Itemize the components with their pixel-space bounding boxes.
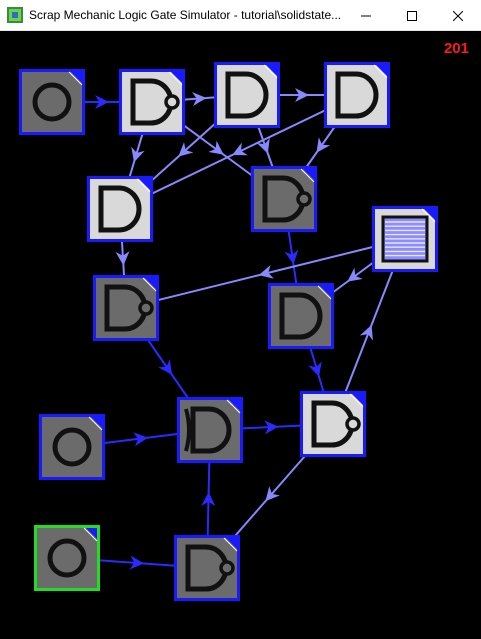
gate-button-3[interactable] [34,525,100,591]
window-title: Scrap Mechanic Logic Gate Simulator - tu… [29,8,342,22]
nand-gate-icon [311,400,361,448]
title-bar[interactable]: Scrap Mechanic Logic Gate Simulator - tu… [0,0,481,31]
nand-gate-icon [130,78,180,126]
and-gate-icon [225,71,269,119]
circuit-scene[interactable] [0,31,481,639]
maximize-icon [407,10,417,21]
nand-gate-icon [185,544,235,592]
button-icon [47,538,87,578]
close-icon [453,10,463,21]
app-icon [7,7,23,23]
xor-gate-icon [184,406,232,454]
minimize-icon [361,15,371,16]
gate-and-1[interactable] [214,62,280,128]
gate-and-4[interactable] [268,283,334,349]
gate-and-2[interactable] [324,62,390,128]
and-gate-icon [279,292,323,340]
button-icon [32,82,72,122]
gate-button-2[interactable] [39,414,105,480]
close-button[interactable] [435,0,481,31]
and-gate-icon [98,185,142,233]
maximize-button[interactable] [389,0,435,31]
nand-gate-icon [262,175,312,223]
gate-button-1[interactable] [19,69,85,135]
memory-icon [381,215,429,263]
gate-and-3[interactable] [87,176,153,242]
gate-nand-2[interactable] [251,166,317,232]
wire-memory-1-to-nand-3 [125,238,406,309]
nand-gate-icon [104,284,154,332]
gates-layer [19,62,438,601]
gate-nand-4[interactable] [300,391,366,457]
gate-nand-5[interactable] [174,535,240,601]
gate-nand-3[interactable] [93,275,159,341]
tick-counter: 201 [443,40,469,57]
gate-memory-1[interactable] [372,206,438,272]
and-gate-icon [335,71,379,119]
gate-xor-1[interactable] [177,397,243,463]
minimize-button[interactable] [343,0,389,31]
button-icon [52,427,92,467]
gate-nand-1[interactable] [119,69,185,135]
